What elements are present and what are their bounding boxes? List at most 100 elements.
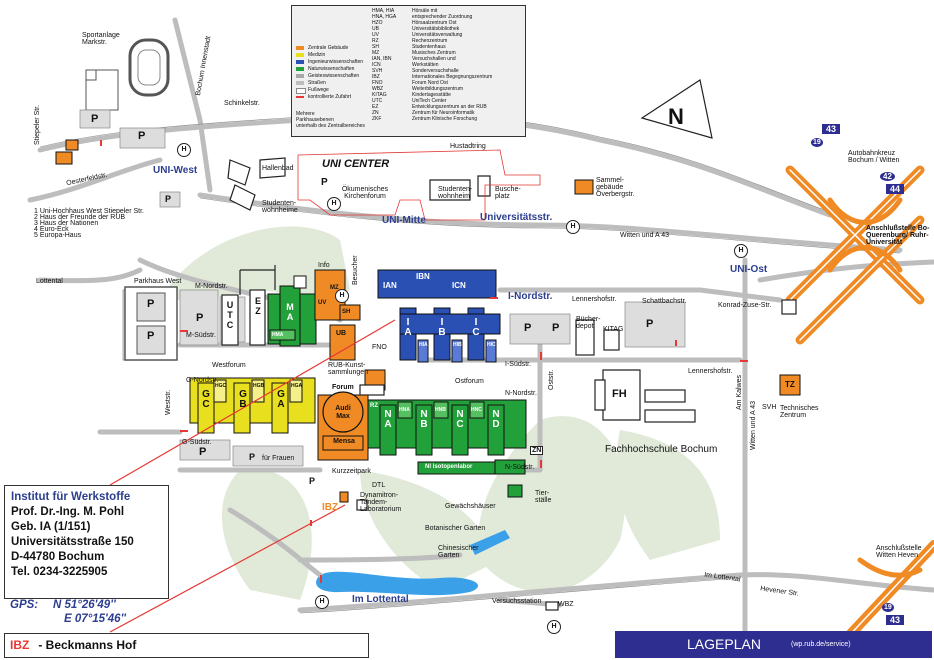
parking-10: P bbox=[552, 322, 560, 334]
street-m-suedstr: M-Südstr. bbox=[186, 332, 216, 339]
highway-a42: 42 bbox=[880, 172, 895, 181]
place-isotopenlabor: Nl Isotopenlabor bbox=[425, 464, 473, 470]
uni-center-outline bbox=[297, 149, 541, 221]
place-oekumenisches: Ökumenisches Kirchenforum bbox=[341, 186, 389, 200]
legend-cat: Zentrale Gebäude bbox=[308, 45, 349, 51]
place-besucher: Besucher bbox=[352, 255, 359, 285]
info-institute: Institut für Werkstoffe bbox=[11, 491, 131, 503]
legend-code: HMA, HIA bbox=[372, 8, 395, 14]
legend: HMA, HIA Hörsäle mit HNA, HGA entsprechend… bbox=[291, 5, 526, 137]
street-sportanlage: Sportanlage Markstr. bbox=[82, 32, 120, 46]
highway-a43-bottom: 43 bbox=[886, 615, 905, 625]
parking-1: P bbox=[91, 113, 99, 125]
street-stiepeler: Stiepeler Str. bbox=[34, 104, 41, 145]
building-ian: IAN bbox=[383, 281, 397, 290]
legend-text: Versuchshallen und bbox=[412, 56, 456, 62]
street-n-suedstr: N-Südstr. bbox=[505, 464, 535, 471]
parking-13: P bbox=[309, 476, 316, 486]
legend-text: Werkstätten bbox=[412, 62, 439, 68]
lageplan-title: LAGEPLAN bbox=[687, 636, 761, 652]
street-lennershofstr: Lennershofstr. bbox=[572, 296, 617, 303]
building-hnb: HNB bbox=[435, 407, 446, 413]
place-tierstaelle: Tier-ställe bbox=[535, 490, 552, 504]
legend-text: Musisches Zentrum bbox=[412, 50, 456, 56]
lageplan-url[interactable]: (wp.rub.de/service) bbox=[791, 641, 851, 648]
label-fachhochschule: Fachhochschule Bochum bbox=[605, 444, 718, 455]
legend-text: Entwicklungszentrum an der RUB bbox=[412, 104, 487, 110]
place-fno: FNO bbox=[372, 344, 387, 351]
legend-text: Hörsäle mit bbox=[412, 8, 438, 14]
n-buildings bbox=[367, 399, 527, 498]
place-audimax: Audi Max bbox=[335, 405, 351, 420]
legend-code: ICN bbox=[372, 62, 381, 68]
legend-code: WBZ bbox=[372, 86, 384, 92]
bus-stop-icon: H bbox=[566, 220, 580, 234]
legend-text: Sonderversuchshalle bbox=[412, 68, 459, 74]
legend-text: Universitätsbibliothek bbox=[412, 26, 460, 32]
building-hna: HNA bbox=[399, 407, 410, 413]
parking-3: P bbox=[165, 194, 172, 204]
place-p-fuer-frauen: für Frauen bbox=[262, 455, 295, 462]
parking-12: P bbox=[321, 177, 328, 188]
compass bbox=[640, 79, 713, 139]
legend-code: SH bbox=[372, 44, 379, 50]
building-na: N A bbox=[384, 409, 392, 430]
legend-cat: Medizin bbox=[308, 52, 326, 58]
gps-label: GPS: bbox=[10, 599, 39, 611]
street-g-suedstr: G-Südstr. bbox=[182, 439, 212, 446]
place-anschluss-heven: Anschlußstelle Witten Heven bbox=[876, 545, 922, 559]
legend-swatch bbox=[296, 74, 304, 78]
legend-cat: Naturwissenschaften bbox=[308, 66, 355, 72]
building-ub: UB bbox=[336, 330, 347, 337]
legend-text: entsprechender Zuordnung bbox=[412, 14, 473, 20]
legend-text: Kindertagesstätte bbox=[412, 92, 451, 98]
highway-a43-top: 43 bbox=[822, 124, 841, 134]
building-icn: ICN bbox=[452, 281, 466, 290]
lageplan-bar: LAGEPLAN (wp.rub.de/service) bbox=[615, 631, 932, 658]
place-wbz: WBZ bbox=[558, 601, 574, 608]
legend-cat: Straßen bbox=[308, 80, 326, 86]
legend-swatch bbox=[296, 53, 304, 57]
legend-note: Parkhausebenen bbox=[296, 117, 334, 123]
street-schinkelstr: Schinkelstr. bbox=[224, 100, 260, 107]
legend-code: RZ bbox=[372, 38, 379, 44]
building-uv: UV bbox=[318, 300, 327, 306]
place-dynamitron: Dynamitron-Tandem-Laboratorium bbox=[360, 492, 402, 513]
place-buscheplatz: Busche-platz bbox=[495, 186, 521, 200]
bus-stop-icon: H bbox=[734, 244, 748, 258]
info-box: Institut für Werkstoffe Prof. Dr.-Ing. M… bbox=[4, 485, 169, 599]
legend-cat: kontrollierte Zufahrt bbox=[308, 94, 352, 100]
legend-code: KITAG bbox=[372, 92, 387, 98]
street-n-nordstr: N-Nordstr. bbox=[505, 390, 537, 397]
west-list-3: 3 Haus der Nationen bbox=[34, 220, 99, 227]
building-mz: MZ bbox=[330, 285, 339, 291]
place-kitag: KITAG bbox=[603, 326, 624, 333]
parking-9: P bbox=[524, 322, 532, 334]
building-hnc: HNC bbox=[471, 407, 482, 413]
building-hga: HGA bbox=[291, 383, 303, 389]
info-city: D-44780 Bochum bbox=[11, 551, 105, 563]
west-list-1: 1 Uni-Hochhaus West Stiepeler Str. bbox=[34, 208, 144, 215]
place-versuchsstation: Versuchsstation bbox=[492, 598, 542, 605]
gps-north: N 51°26'49'' bbox=[53, 599, 116, 611]
place-botanischer: Botanischer Garten bbox=[425, 525, 486, 532]
place-ibz: IBZ bbox=[322, 502, 339, 513]
label-uni-west: UNI-West bbox=[153, 165, 198, 176]
parking-6: P bbox=[196, 312, 204, 324]
legend-text: Forum Nord Ost bbox=[412, 80, 448, 86]
west-list-2: 2 Haus der Freunde der RUB bbox=[34, 214, 126, 221]
place-technische-zentrum: Technisches Zentrum bbox=[780, 405, 819, 419]
info-building: Geb. IA (1/151) bbox=[11, 521, 91, 533]
highway-a44: 44 bbox=[886, 184, 905, 194]
highway-b19-bottom: 19 bbox=[882, 603, 894, 612]
water bbox=[316, 530, 510, 596]
legend-code: HNA, HGA bbox=[372, 14, 397, 20]
legend-code: MZ bbox=[372, 50, 380, 56]
utc-ez bbox=[221, 265, 276, 346]
building-nc: N C bbox=[456, 409, 464, 430]
place-hallenbad: Hallenbad bbox=[262, 165, 294, 172]
building-rz: RZ bbox=[370, 403, 378, 409]
place-forum: Forum bbox=[332, 384, 354, 391]
street-oststr: Oststr. bbox=[548, 369, 555, 390]
